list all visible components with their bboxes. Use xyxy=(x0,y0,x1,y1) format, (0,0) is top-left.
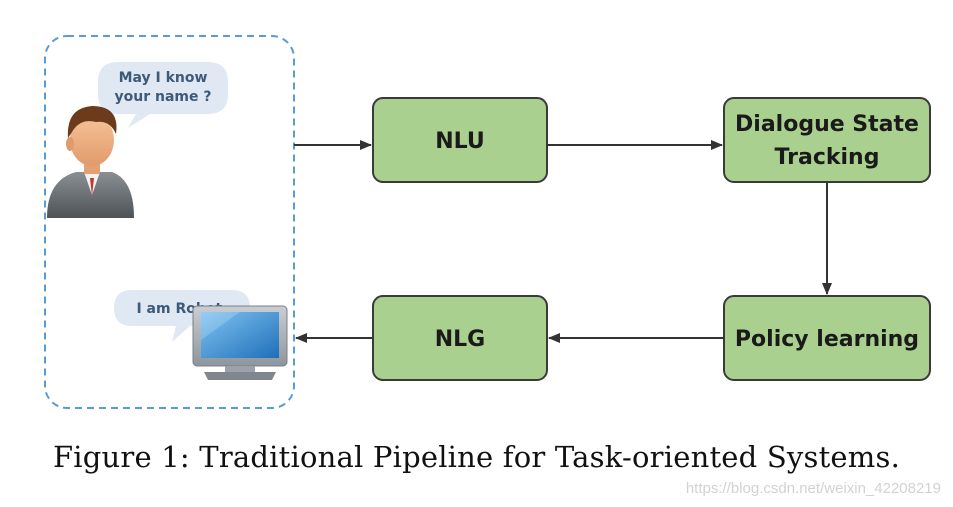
nlu-box: NLU xyxy=(372,97,548,183)
nlg-box: NLG xyxy=(372,295,548,381)
dialogue-state-tracking-box: Dialogue State Tracking xyxy=(723,97,931,183)
user-bubble-line2: your name ? xyxy=(115,89,212,105)
nlg-label: NLG xyxy=(435,327,486,352)
dialogue-panel xyxy=(44,35,295,409)
person-avatar-icon xyxy=(47,106,134,218)
dst-label-line2: Tracking xyxy=(775,145,880,170)
figure-caption: Figure 1: Traditional Pipeline for Task-… xyxy=(52,440,900,474)
dst-label-line1: Dialogue State xyxy=(735,112,919,137)
policy-learning-box: Policy learning xyxy=(723,295,931,381)
user-bubble-line1: May I know xyxy=(119,70,208,86)
nlu-label: NLU xyxy=(435,129,485,154)
policy-label: Policy learning xyxy=(735,327,919,352)
computer-monitor-icon xyxy=(192,305,288,380)
watermark: https://blog.csdn.net/weixin_42208219 xyxy=(685,480,941,497)
user-speech-bubble: May I know your name ? xyxy=(98,62,228,128)
